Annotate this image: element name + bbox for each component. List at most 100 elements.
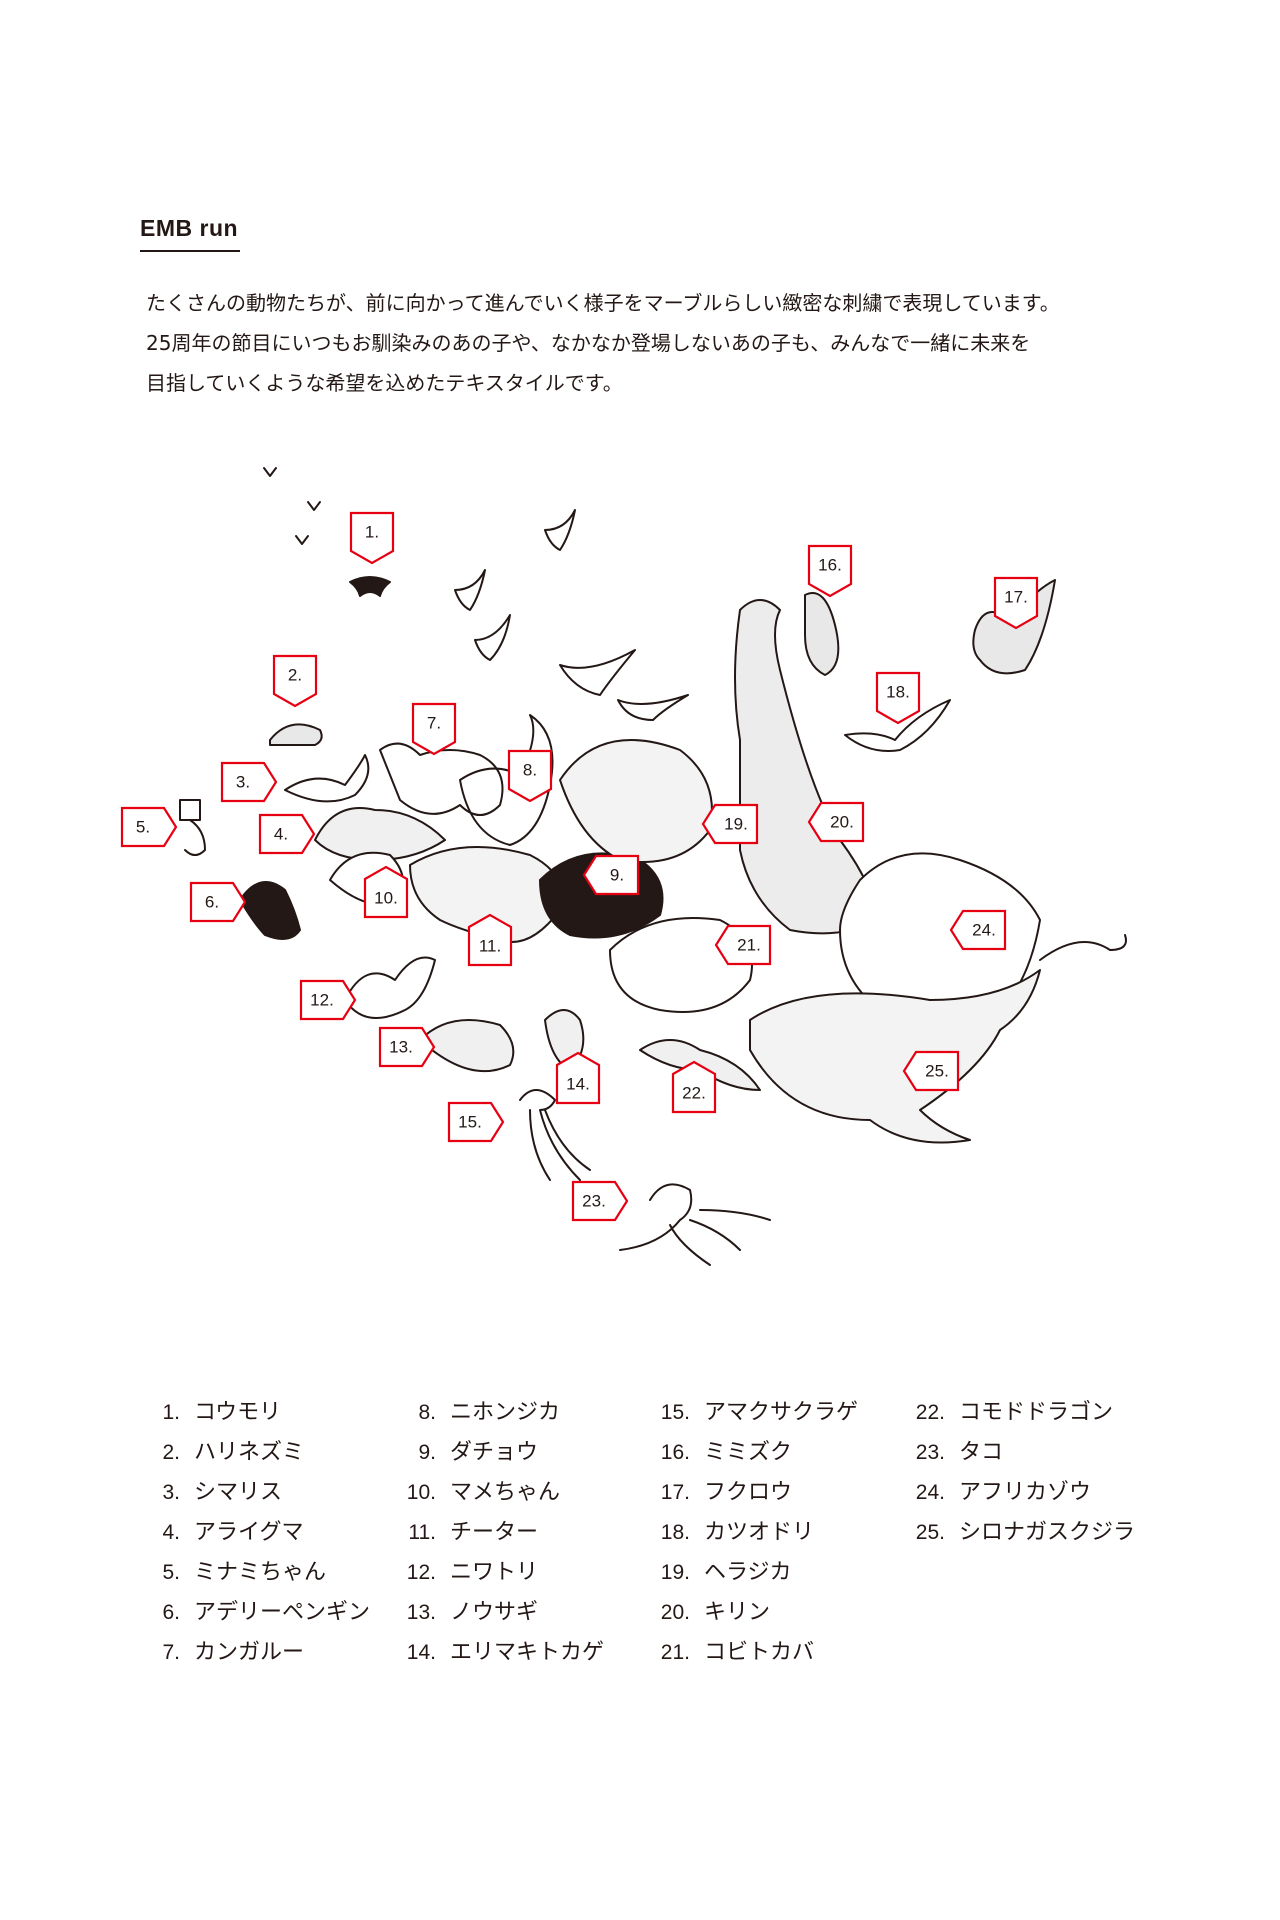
marker-label: 23.: [582, 1192, 606, 1211]
legend-number: 1.: [162, 1401, 180, 1424]
marker-frame: [949, 909, 1007, 951]
marker-label: 4.: [274, 825, 288, 844]
hippo-icon: [609, 917, 753, 1013]
marker-label: 24.: [972, 921, 996, 940]
number-marker: 8.: [507, 749, 553, 803]
intro-line-3: 目指していくような希望を込めたテキスタイルです。: [146, 371, 623, 395]
legend-name: マメちゃん: [450, 1480, 561, 1505]
legend-name: アフリカゾウ: [959, 1480, 1092, 1505]
legend-name: シマリス: [194, 1480, 283, 1505]
penguin-icon: [239, 881, 301, 940]
marker-frame: [378, 1026, 436, 1068]
legend-number: 4.: [162, 1521, 180, 1544]
marker-frame: [447, 1101, 505, 1143]
number-marker: 19.: [701, 803, 759, 845]
legend-column-2: 8.ニホンジカ 9.ダチョウ 10.マメちゃん 11.チーター 12.ニワトリ …: [396, 1393, 604, 1673]
legend-name: ダチョウ: [450, 1440, 539, 1465]
marker-label: 6.: [205, 893, 219, 912]
moose-icon: [559, 739, 713, 863]
marker-label: 1.: [365, 523, 379, 542]
animal-illustration: 1.2.3.4.5.6.7.8.9.10.11.12.13.14.15.16.1…: [120, 467, 1127, 1266]
legend-number: 19.: [660, 1561, 690, 1584]
legend-item: 22.コモドドラゴン: [905, 1393, 1135, 1433]
legend-name: シロナガスクジラ: [959, 1520, 1136, 1545]
marker-label: 25.: [925, 1062, 949, 1081]
legend-item: 24.アフリカゾウ: [905, 1473, 1135, 1513]
legend-item: 10.マメちゃん: [396, 1473, 604, 1513]
legend-number: 17.: [660, 1481, 690, 1504]
marker-frame: [272, 654, 318, 708]
kangaroo-icon: [379, 742, 504, 816]
legend-name: チーター: [450, 1520, 539, 1545]
marker-label: 17.: [1004, 588, 1028, 607]
marker-label: 19.: [724, 815, 748, 834]
legend-item: 2.ハリネズミ: [140, 1433, 370, 1473]
legend-column-4: 22.コモドドラゴン 23.タコ 24.アフリカゾウ 25. シロナガスクジラ: [905, 1393, 1135, 1553]
legend-column-1: 1.コウモリ 2.ハリネズミ 3.シマリス 4.アライグマ 5.ミナミちゃん 6…: [140, 1393, 370, 1673]
bird-icon: [544, 509, 576, 551]
legend-number: 25.: [915, 1521, 945, 1544]
hare-icon: [419, 1019, 515, 1073]
legend-item: 19. ヘラジカ: [650, 1553, 858, 1593]
marker-frame: [120, 806, 178, 848]
intro-line-1: たくさんの動物たちが、前に向かって進んでいく様子をマーブルらしい緻密な刺繍で表現…: [146, 291, 1060, 315]
marker-frame: [555, 1051, 601, 1105]
legend-item: 6.アデリーペンギン: [140, 1593, 370, 1633]
legend-column-3: 15.アマクサクラゲ 16.ミミズク 17.フクロウ 18.カツオドリ 19.ヘ…: [650, 1393, 858, 1673]
number-marker: 5.: [120, 806, 178, 848]
number-marker: 3.: [220, 761, 278, 803]
marker-frame: [701, 803, 759, 845]
number-marker: 18.: [875, 671, 921, 725]
intro-text: たくさんの動物たちが、前に向かって進んでいく様子をマーブルらしい緻密な刺繍で表現…: [146, 283, 1146, 403]
number-marker: 13.: [378, 1026, 436, 1068]
chipmunk-icon: [284, 754, 370, 803]
chicken-icon: [344, 956, 436, 1019]
animal-drawings: [179, 467, 1127, 1266]
number-marker: 9.: [582, 854, 640, 896]
legend-name: キリン: [704, 1600, 771, 1625]
legend-item: 11.チーター: [396, 1513, 604, 1553]
legend-number: 3.: [162, 1481, 180, 1504]
legend-name: アライグマ: [194, 1520, 304, 1545]
legend-item: 8.ニホンジカ: [396, 1393, 604, 1433]
animal-legend: 1.コウモリ 2.ハリネズミ 3.シマリス 4.アライグマ 5.ミナミちゃん 6…: [0, 1393, 1280, 1693]
marker-label: 3.: [236, 773, 250, 792]
marker-label: 18.: [886, 683, 910, 702]
legend-item: 4. アライグマ: [140, 1513, 370, 1553]
marker-label: 12.: [310, 991, 334, 1010]
octopus-icon: [619, 1183, 771, 1266]
legend-item: 21.コビトカバ: [650, 1633, 858, 1673]
marker-frame: [807, 801, 865, 843]
marker-label: 20.: [830, 813, 854, 832]
legend-item: 16.ミミズク: [650, 1433, 858, 1473]
legend-name: コウモリ: [194, 1400, 282, 1425]
legend-item: 3. シマリス: [140, 1473, 370, 1513]
legend-number: 7.: [162, 1641, 180, 1664]
legend-name: コモドドラゴン: [959, 1400, 1114, 1425]
legend-name: アデリーペンギン: [194, 1600, 371, 1625]
marker-frame: [299, 979, 357, 1021]
number-marker: 25.: [902, 1050, 960, 1092]
legend-number: 18.: [660, 1521, 690, 1544]
number-marker: 17.: [993, 576, 1039, 630]
number-marker: 15.: [447, 1101, 505, 1143]
number-marker: 21.: [714, 924, 772, 966]
legend-name: ヘラジカ: [704, 1560, 792, 1585]
marker-frame: [582, 854, 640, 896]
legend-name: ノウサギ: [450, 1600, 539, 1625]
bird-icon: [454, 569, 486, 611]
legend-number: 23.: [915, 1441, 945, 1464]
legend-number: 2.: [162, 1441, 180, 1464]
legend-name: ニワトリ: [450, 1560, 539, 1585]
legend-item: 25. シロナガスクジラ: [905, 1513, 1135, 1553]
legend-name: ニホンジカ: [450, 1400, 561, 1425]
legend-item: 17.フクロウ: [650, 1473, 858, 1513]
marker-frame: [807, 544, 853, 598]
marker-label: 5.: [136, 818, 150, 837]
legend-name: アマクサクラゲ: [704, 1400, 859, 1425]
legend-number: 21.: [660, 1641, 690, 1664]
marker-frame: [467, 913, 513, 967]
legend-item: 20.キリン: [650, 1593, 858, 1633]
number-marker: 14.: [555, 1051, 601, 1105]
legend-item: 23.タコ: [905, 1433, 1135, 1473]
